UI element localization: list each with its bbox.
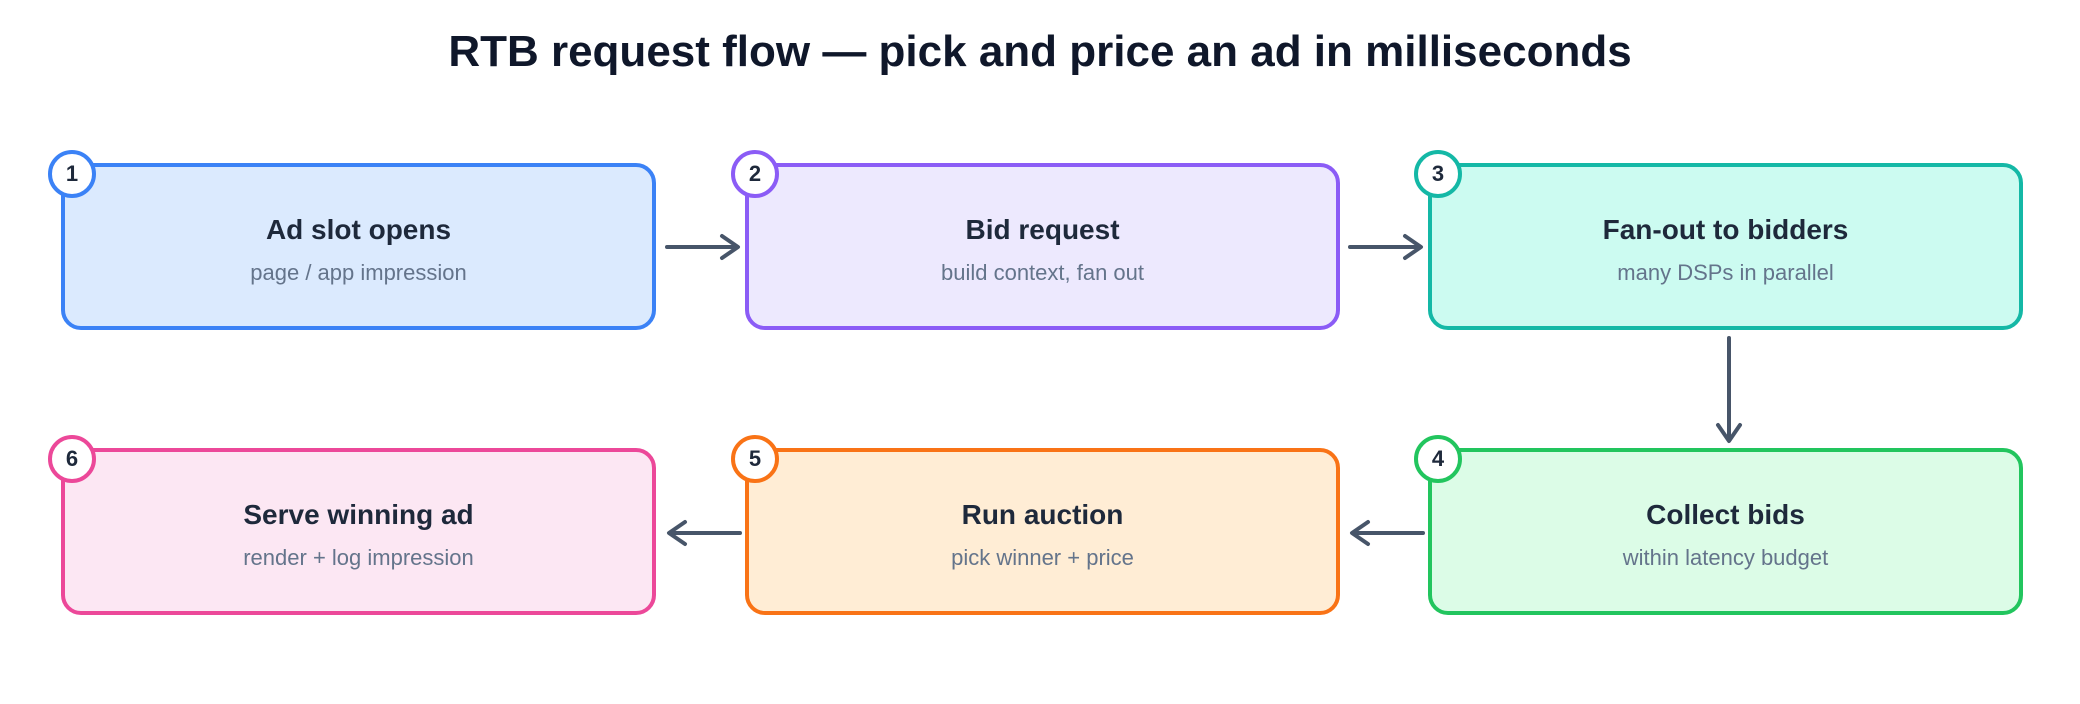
step-title: Bid request (965, 214, 1120, 245)
diagram-title: RTB request flow — pick and price an ad … (448, 27, 1632, 76)
arrow-3-to-4 (1716, 336, 1742, 443)
step-number-badge: 2 (731, 150, 779, 198)
step-number-badge: 6 (48, 435, 96, 483)
step-subtitle: pick winner + price (951, 545, 1134, 570)
step-subtitle: within latency budget (1622, 545, 1829, 570)
step-subtitle: render + log impression (243, 545, 474, 570)
step-subtitle: many DSPs in parallel (1617, 260, 1834, 285)
arrow-1-to-2 (665, 234, 740, 260)
step-node-6: Serve winning ad render + log impression (61, 448, 656, 615)
step-title: Ad slot opens (265, 214, 452, 245)
step-node-5: Run auction pick winner + price (745, 448, 1340, 615)
step-node-4: Collect bids within latency budget (1428, 448, 2023, 615)
step-subtitle: page / app impression (250, 260, 467, 285)
step-number-badge: 1 (48, 150, 96, 198)
step-title: Fan-out to bidders (1602, 214, 1849, 245)
step-node-3: Fan-out to bidders many DSPs in parallel (1428, 163, 2023, 330)
step-node-1: Ad slot opens page / app impression (61, 163, 656, 330)
step-subtitle: build context, fan out (940, 260, 1145, 285)
step-number-badge: 5 (731, 435, 779, 483)
step-number-badge: 4 (1414, 435, 1462, 483)
step-number-badge: 3 (1414, 150, 1462, 198)
arrow-2-to-3 (1348, 234, 1423, 260)
step-node-2: Bid request build context, fan out (745, 163, 1340, 330)
arrow-4-to-5 (1350, 520, 1425, 546)
step-title: Run auction (961, 499, 1124, 530)
step-title: Collect bids (1646, 499, 1805, 530)
arrow-5-to-6 (667, 520, 742, 546)
step-title: Serve winning ad (243, 499, 474, 530)
